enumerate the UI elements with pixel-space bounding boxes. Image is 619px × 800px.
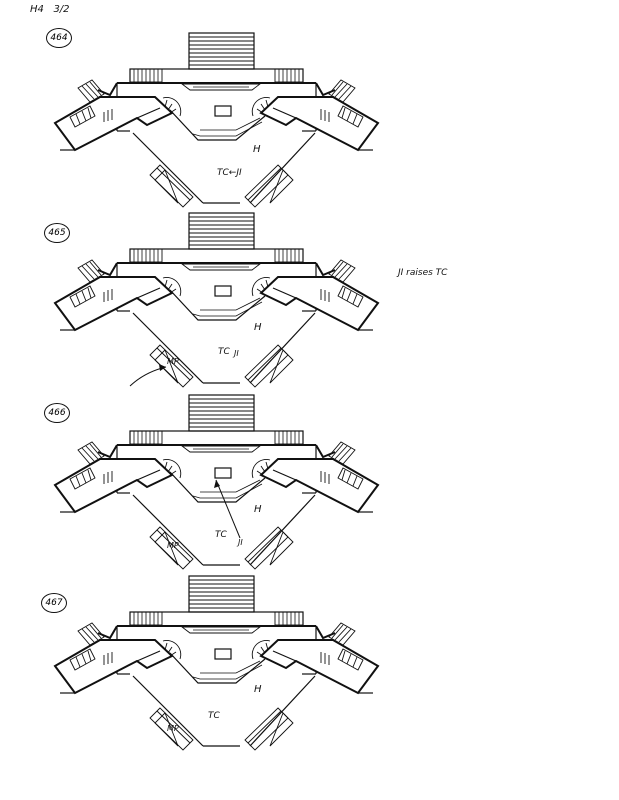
movement-arrow-466 [215, 479, 241, 539]
stage-diagram-465 [55, 213, 378, 387]
actor-tc: TC [208, 711, 220, 721]
actor-tc: TC [215, 530, 227, 540]
actor-tc: TC [218, 347, 230, 357]
arrowhead-icon [214, 480, 220, 488]
actor-ji: JI [238, 538, 243, 547]
actor-ji: JI [234, 349, 239, 358]
cue-number: 465 [44, 223, 70, 243]
side-note: JI raises TC [398, 268, 448, 278]
stage-diagram-467 [55, 576, 378, 750]
actor-tc: TC←JI [217, 168, 242, 178]
actor-h: H [253, 144, 261, 155]
arrowhead-icon [159, 364, 166, 371]
section-label: H4 [30, 4, 44, 15]
cue-number: 466 [44, 403, 70, 423]
actor-h: H [254, 504, 262, 515]
actor-mp: MP [167, 541, 179, 550]
actor-mp: MP [167, 357, 179, 366]
cue-number: 464 [46, 28, 72, 48]
stage-diagram-464 [55, 33, 378, 207]
page-label: 3/2 [53, 4, 70, 15]
cue-number: 467 [41, 593, 67, 613]
actor-h: H [254, 322, 262, 333]
actor-h: H [254, 684, 262, 695]
actor-mp: MP [167, 724, 179, 733]
page-header: H4 3/2 [30, 4, 70, 15]
